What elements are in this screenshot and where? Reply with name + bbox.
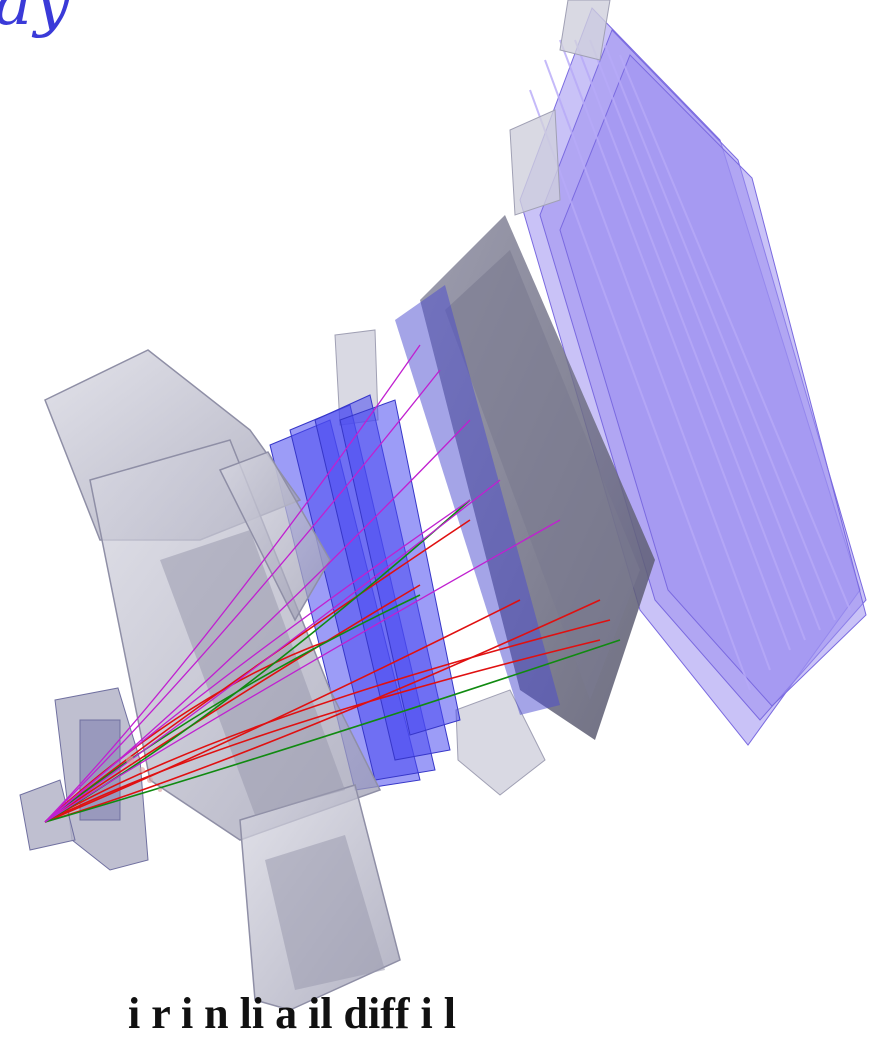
magenta-tracks [44, 344, 561, 823]
caption-fragment: i r i n li a il diff i l [128, 989, 457, 1038]
red-tracks [44, 519, 611, 823]
magnet-inner [160, 530, 385, 990]
muon-chamber-stripes [529, 39, 851, 691]
title-fragment: ay [0, 0, 73, 40]
calorimeter [395, 215, 655, 740]
right-shielding [334, 0, 611, 796]
primary-vertex-hits [126, 756, 162, 792]
